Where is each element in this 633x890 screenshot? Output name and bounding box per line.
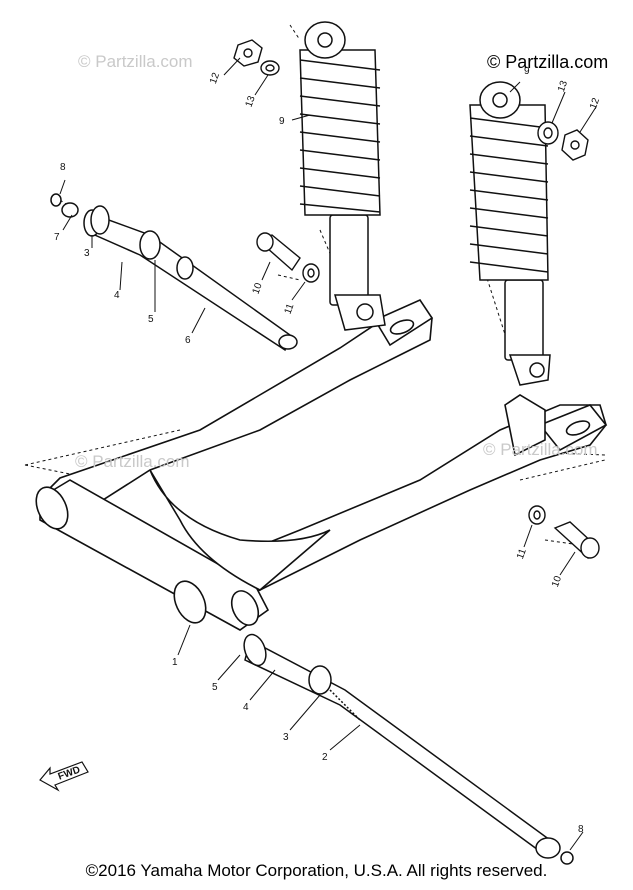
copyright-notice: ©2016 Yamaha Motor Corporation, U.S.A. A… [85,861,548,880]
watermark-middle-right: © Partzilla.com [483,440,598,459]
leader-lines [59,57,597,851]
callout-9-right: 9 [524,66,530,77]
callout-4-lower: 4 [243,702,249,713]
callout-10-left: 10 [251,281,265,296]
callout-7: 7 [54,232,60,243]
pivot-shaft-lower [243,633,574,865]
hardware [233,39,600,560]
swing-arm [35,298,608,631]
part-callouts: 12 13 9 9 13 12 8 7 3 4 5 6 10 11 1 5 4 … [54,66,602,835]
callout-6: 6 [185,335,191,346]
callout-8-lower: 8 [578,824,584,835]
callout-9-left: 9 [279,116,285,127]
callout-12-left: 12 [208,71,222,86]
callout-13-right: 13 [556,79,570,94]
callout-5-upper: 5 [148,314,154,325]
watermark-middle-left: © Partzilla.com [75,452,190,471]
pivot-shaft-upper [50,193,298,352]
callout-12-right: 12 [588,96,602,111]
watermark-top-right: © Partzilla.com [487,52,609,72]
callout-5-lower: 5 [212,682,218,693]
callout-11-left: 11 [283,302,297,316]
callout-1: 1 [172,657,178,668]
callout-13-left: 13 [244,94,258,109]
forward-direction-arrow: FWD [39,761,89,792]
watermark-top-left: © Partzilla.com [78,52,193,71]
callout-2: 2 [322,752,328,763]
shock-absorber-left [299,21,386,331]
callout-3-upper: 3 [84,248,90,259]
callout-11-right: 11 [515,547,529,561]
shock-absorber-right [469,81,551,386]
callout-4-upper: 4 [114,290,120,301]
callout-10-right: 10 [550,574,564,589]
callout-8-upper: 8 [60,162,66,173]
callout-3-lower: 3 [283,732,289,743]
